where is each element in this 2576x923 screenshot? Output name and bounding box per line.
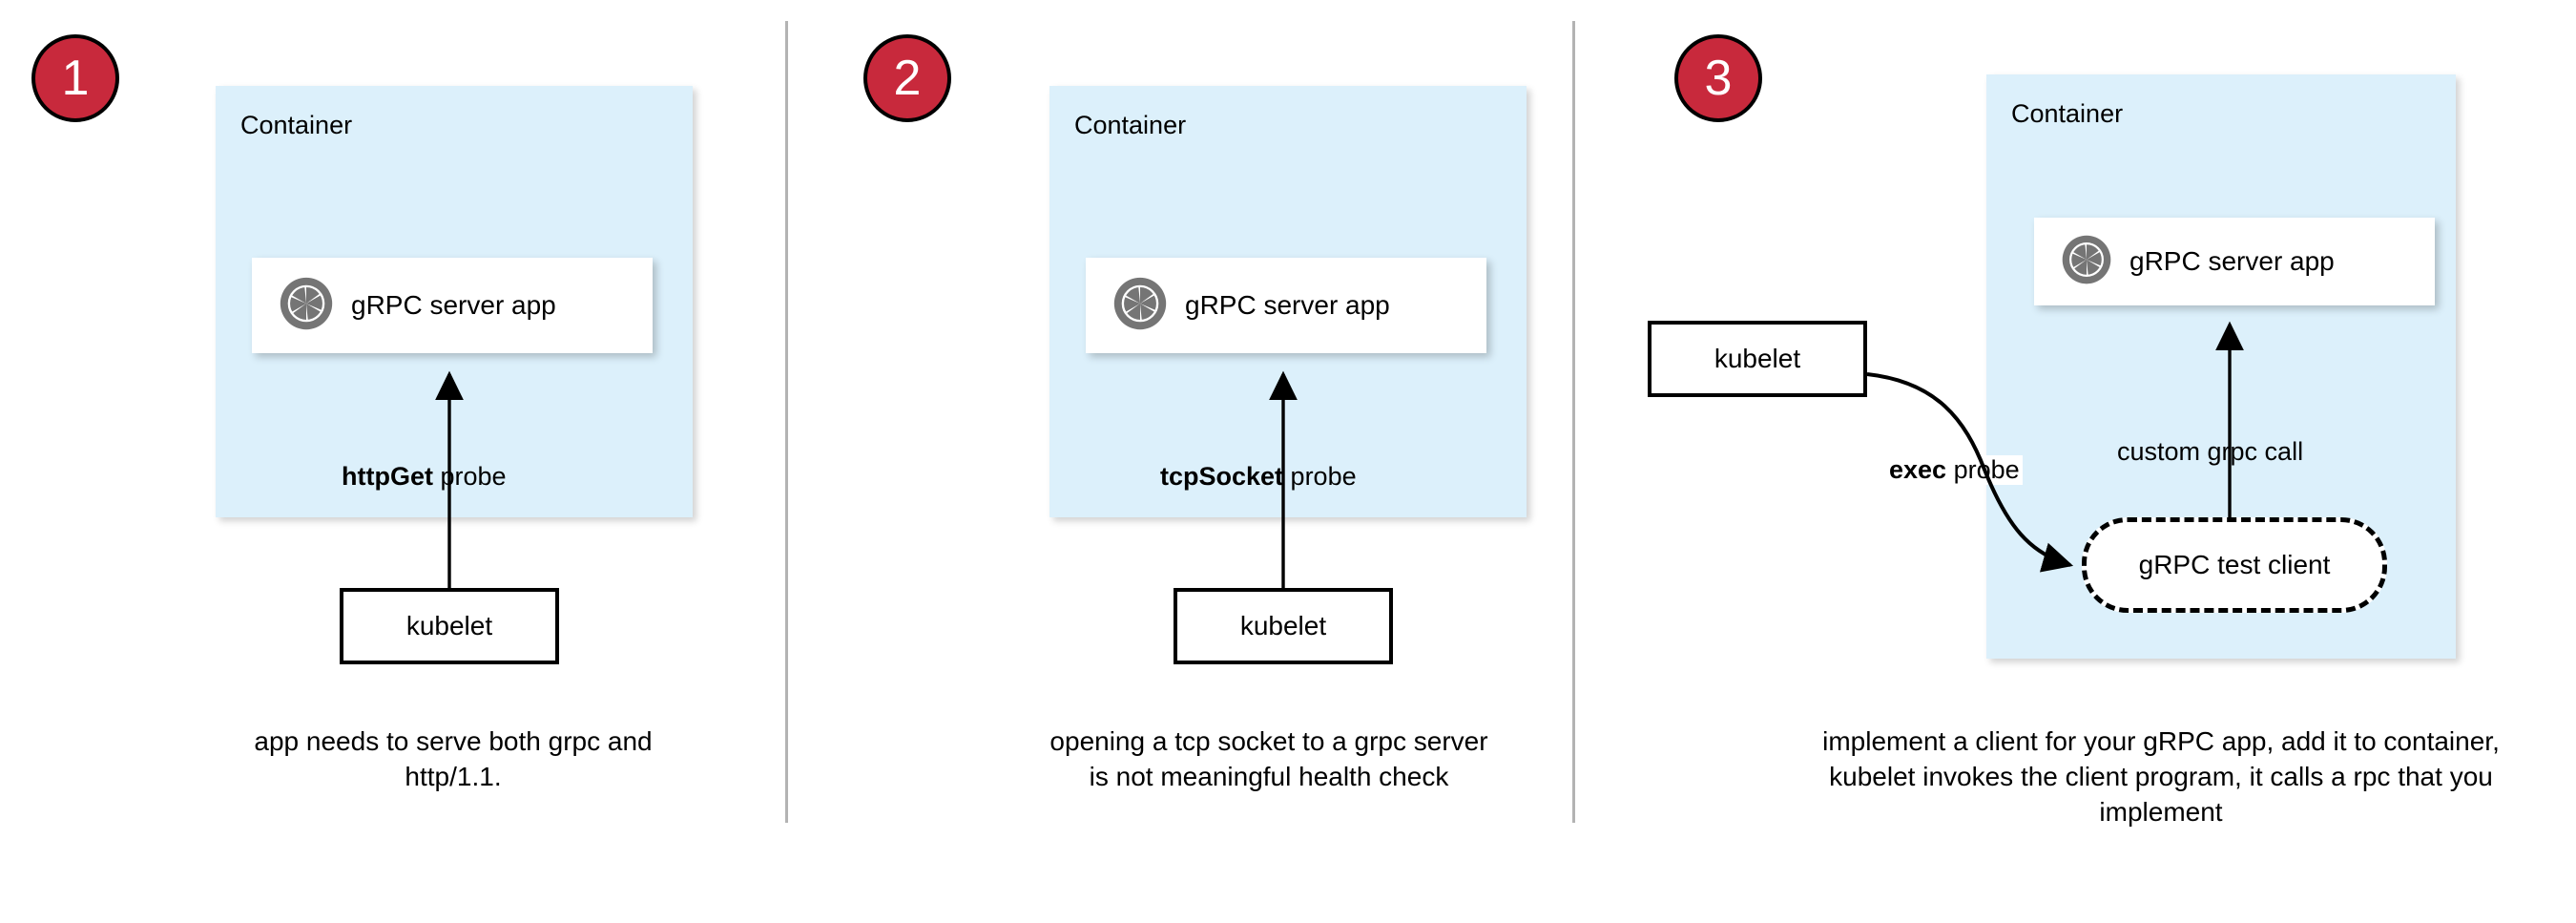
panel-divider-1 <box>785 21 788 823</box>
exec-probe-label: exec probe <box>1886 455 2023 485</box>
step-badge-3-number: 3 <box>1704 51 1733 106</box>
panel-caption-3: implement a client for your gRPC app, ad… <box>1822 726 2500 828</box>
step-badge-1-number: 1 <box>61 51 90 106</box>
panel-caption-2: opening a tcp socket to a grpc server is… <box>1049 726 1488 792</box>
grpc-test-client-box: gRPC test client <box>2082 517 2387 613</box>
panel-divider-2 <box>1572 21 1575 823</box>
step-badge-3: 3 <box>1674 34 1762 122</box>
grpc-aperture-icon <box>2061 234 2112 290</box>
exec-probe-rest: probe <box>1946 455 2020 484</box>
grpc-aperture-icon <box>279 276 334 336</box>
kubelet-label-2: kubelet <box>1239 611 1327 640</box>
kubelet-box-1: kubelet <box>340 588 559 664</box>
container-label-3: Container <box>2011 99 2124 128</box>
tcpsocket-probe-rest: probe <box>1283 462 1357 491</box>
grpc-server-app-card-3: gRPC server app <box>2034 218 2435 305</box>
grpc-aperture-icon <box>1112 276 1168 336</box>
kubelet-label-1: kubelet <box>405 611 493 640</box>
httpget-probe-bold: httpGet <box>342 462 433 491</box>
grpc-server-app-card-2: gRPC server app <box>1086 258 1486 353</box>
kubelet-label-3: kubelet <box>1714 344 1801 373</box>
step-badge-1: 1 <box>31 34 119 122</box>
grpc-server-app-label-2: gRPC server app <box>1185 290 1390 320</box>
exec-probe-bold: exec <box>1889 455 1947 484</box>
step-badge-2-number: 2 <box>893 51 922 106</box>
tcpsocket-probe-label: tcpSocket probe <box>1160 462 1357 492</box>
grpc-server-app-label-1: gRPC server app <box>351 290 556 320</box>
kubelet-box-2: kubelet <box>1174 588 1393 664</box>
grpc-test-client-label: gRPC test client <box>2138 550 2331 579</box>
container-label-1: Container <box>240 111 353 139</box>
tcpsocket-probe-bold: tcpSocket <box>1160 462 1284 491</box>
grpc-server-app-label-3: gRPC server app <box>2129 246 2335 276</box>
kubelet-box-3: kubelet <box>1648 321 1867 397</box>
httpget-probe-rest: probe <box>432 462 507 491</box>
step-badge-2: 2 <box>863 34 951 122</box>
custom-grpc-call-label: custom grpc call <box>2113 437 2308 467</box>
httpget-probe-label: httpGet probe <box>342 462 507 492</box>
container-label-2: Container <box>1074 111 1187 139</box>
panel-caption-1: app needs to serve both grpc and http/1.… <box>254 726 653 792</box>
grpc-server-app-card-1: gRPC server app <box>252 258 653 353</box>
